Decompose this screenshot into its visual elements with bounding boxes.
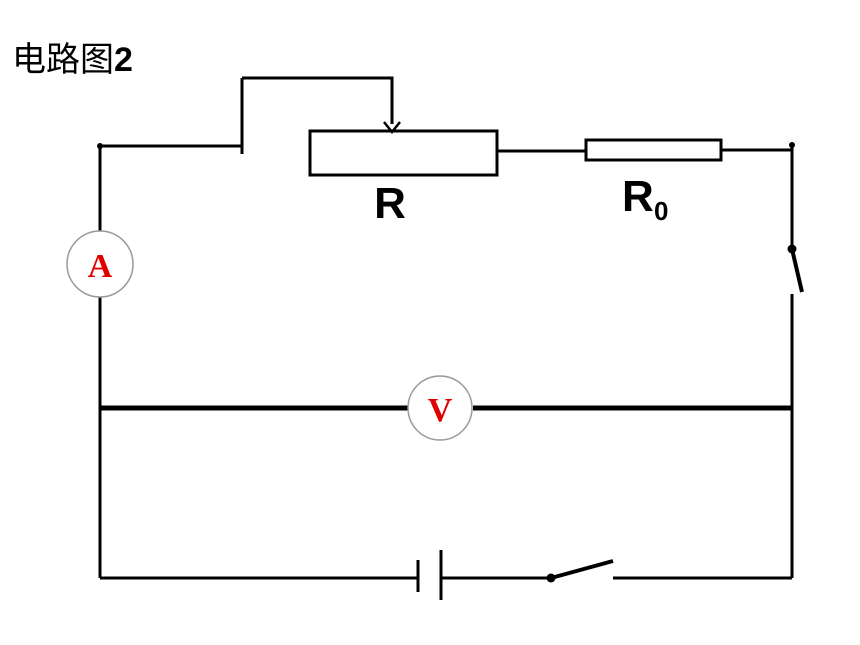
junction-dot: [789, 142, 795, 148]
resistor-body: [584, 138, 723, 162]
switch-pivot-dot: [546, 573, 556, 583]
ammeter-label: A: [88, 248, 113, 285]
slider-contact-wire: [242, 76, 394, 124]
junction-dot: [97, 143, 103, 149]
switch-bottom-blade: [550, 559, 614, 580]
voltmeter-label: V: [428, 392, 453, 429]
title-number: 2: [114, 41, 133, 79]
resistor-label: R: [622, 172, 654, 221]
switch-pivot-dot: [787, 244, 797, 254]
rheostat-label: R: [374, 179, 406, 228]
switch-right-blade: [790, 248, 804, 293]
voltmeter: V: [407, 375, 473, 441]
title-text: 电路图: [12, 40, 114, 80]
diagram-title: 电路图2: [12, 32, 133, 81]
rheostat-body: [308, 129, 499, 177]
resistor-subscript: 0: [654, 196, 668, 226]
slider-arrow-icon: [383, 121, 401, 135]
ammeter: A: [66, 230, 134, 298]
